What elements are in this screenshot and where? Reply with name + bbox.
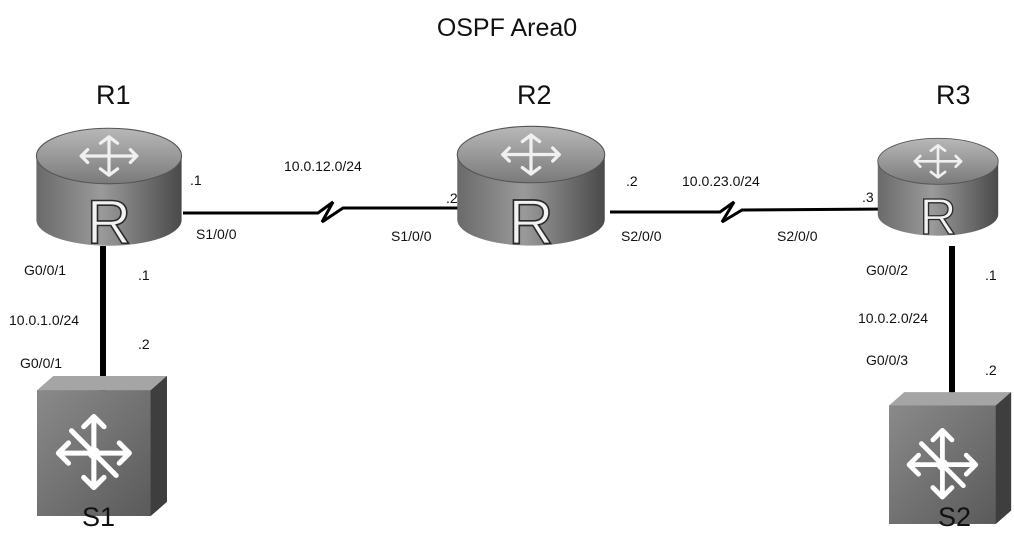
network-label-r1-r2: 10.0.12.0/24: [284, 158, 362, 174]
link-r1-r2: [183, 200, 470, 224]
host-label-s1-g0-0-1: .2: [138, 336, 150, 352]
host-label-r3-s2-0-0: .3: [862, 189, 874, 205]
link-r2-r3: [610, 200, 891, 224]
diagram-title: OSPF Area0: [436, 14, 578, 42]
interface-label-r3-g0-0-2: G0/0/2: [866, 262, 909, 278]
host-label-s2-g0-0-3: .2: [985, 362, 997, 378]
device-label-s2: S2: [938, 502, 972, 532]
network-label-r2-r3: 10.0.23.0/24: [682, 173, 760, 189]
interface-label-r1-g0-0-1: G0/0/1: [24, 262, 67, 278]
host-label-r2-s1-0-0: .2: [446, 190, 458, 206]
interface-label-s2-g0-0-3: G0/0/3: [866, 352, 909, 368]
switch-s1-icon[interactable]: [37, 376, 167, 516]
router-r3-icon[interactable]: [876, 136, 1000, 247]
host-label-r1-s1-0-0: .1: [190, 172, 202, 188]
interface-label-r2-s1-0-0: S1/0/0: [391, 228, 432, 244]
interface-label-r2-s2-0-0: S2/0/0: [621, 228, 662, 244]
device-label-r2: R2: [517, 80, 552, 110]
host-label-r2-s2-0-0: .2: [626, 173, 638, 189]
interface-label-r1-s1-0-0: S1/0/0: [196, 226, 237, 242]
host-label-r3-g0-0-2: .1: [985, 267, 997, 283]
network-label-r3-s2: 10.0.2.0/24: [858, 310, 929, 326]
device-label-r3: R3: [936, 80, 971, 110]
interface-label-s1-g0-0-1: G0/0/1: [20, 355, 63, 371]
device-label-s1: S1: [82, 502, 116, 532]
host-label-r1-g0-0-1: .1: [138, 267, 150, 283]
device-label-r1: R1: [96, 80, 131, 110]
network-label-r1-s1: 10.0.1.0/24: [9, 312, 80, 328]
interface-label-r3-s2-0-0: S2/0/0: [777, 228, 818, 244]
router-r1-icon[interactable]: [34, 126, 184, 257]
router-r2-icon[interactable]: [455, 124, 607, 257]
